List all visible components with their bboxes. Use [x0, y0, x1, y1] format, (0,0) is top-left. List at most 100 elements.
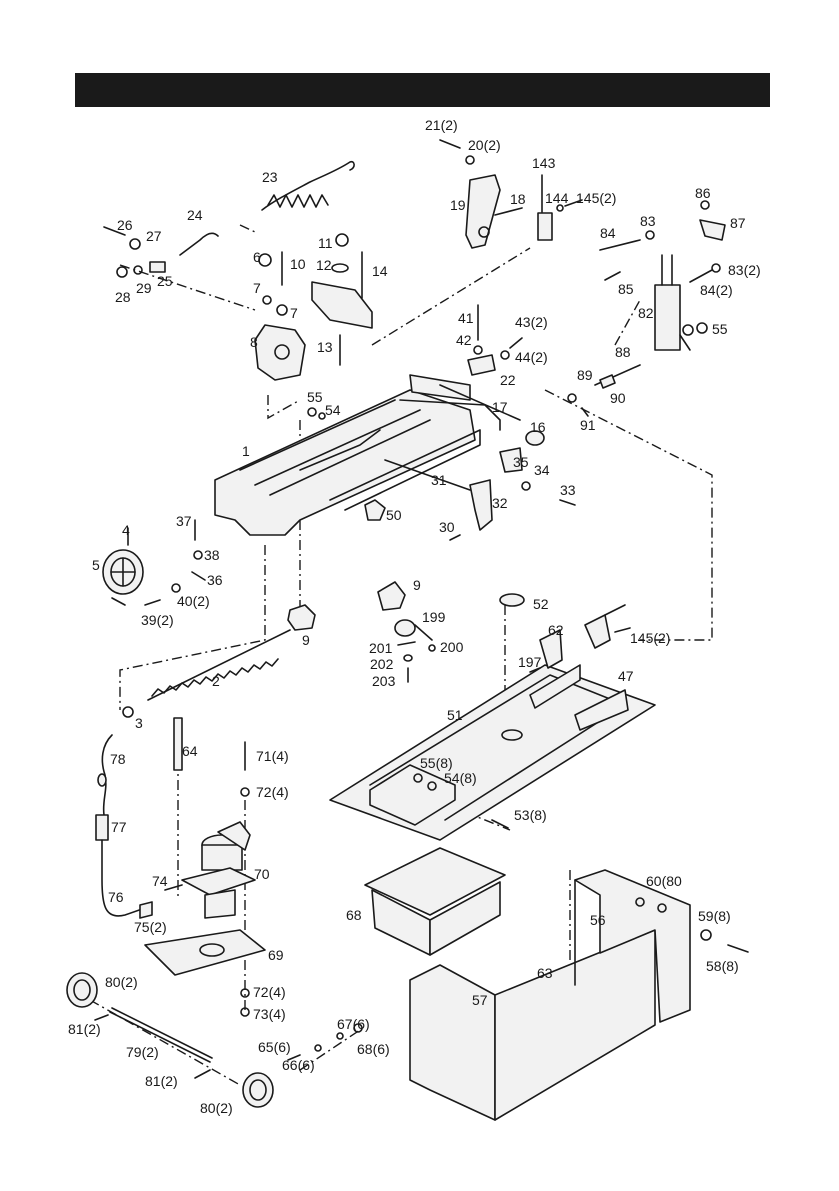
- part-label: 75(2): [134, 919, 167, 935]
- handwheel-5: [102, 519, 206, 606]
- part-label: 3: [135, 715, 143, 731]
- bracket-25: [103, 226, 166, 278]
- part-label: 59(8): [698, 908, 731, 924]
- part-label: 39(2): [141, 612, 174, 628]
- part-label: 203: [372, 673, 396, 689]
- part-label: 2: [212, 673, 220, 689]
- part-label: 70: [254, 866, 270, 882]
- base-plate-47: [329, 593, 656, 841]
- knob-16: [525, 430, 545, 446]
- part-label: 56: [590, 912, 606, 928]
- part-label: 58(8): [706, 958, 739, 974]
- part-label: 41: [458, 310, 474, 326]
- part-label: 38: [204, 547, 220, 563]
- part-label: 80(2): [200, 1100, 233, 1116]
- part-label: 82: [638, 305, 654, 321]
- part-label: 197: [518, 654, 542, 670]
- part-label: 12: [316, 257, 332, 273]
- part-label: 55: [307, 389, 323, 405]
- part-label: 35: [513, 454, 529, 470]
- leadscrew-2: [122, 629, 291, 718]
- side-rails: [399, 374, 501, 431]
- part-label: 21(2): [425, 117, 458, 133]
- part-label: 79(2): [126, 1044, 159, 1060]
- rod-24: [179, 232, 219, 256]
- part-label: 57: [472, 992, 488, 1008]
- part-label: 83(2): [728, 262, 761, 278]
- part-label: 43(2): [515, 314, 548, 330]
- nut-199: [377, 581, 436, 683]
- header-bar: [75, 73, 770, 107]
- bolt-88: [567, 364, 641, 417]
- part-label: 84: [600, 225, 616, 241]
- cover-plate-14: [311, 233, 373, 366]
- part-label: 60(80: [646, 873, 682, 889]
- part-label: 89: [577, 367, 593, 383]
- bracket-62: [529, 604, 631, 673]
- part-label: 44(2): [515, 349, 548, 365]
- part-label: 54(8): [444, 770, 477, 786]
- part-label: 22: [500, 372, 516, 388]
- part-label: 202: [370, 656, 394, 672]
- part-label: 144: [545, 190, 569, 206]
- part-label: 33: [560, 482, 576, 498]
- part-label: 80(2): [105, 974, 138, 990]
- part-label: 47: [618, 668, 634, 684]
- part-label: 86: [695, 185, 711, 201]
- part-label: 27: [146, 228, 162, 244]
- part-label: 1: [242, 443, 250, 459]
- part-label: 23: [262, 169, 278, 185]
- part-label: 53(8): [514, 807, 547, 823]
- part-label: 71(4): [256, 748, 289, 764]
- part-label: 200: [440, 639, 464, 655]
- part-label: 78: [110, 751, 126, 767]
- part-label: 83: [640, 213, 656, 229]
- part-label: 62: [548, 622, 564, 638]
- washer-55: [307, 407, 317, 417]
- part-label: 7: [290, 305, 298, 321]
- part-label: 16: [530, 419, 546, 435]
- part-label: 69: [268, 947, 284, 963]
- part-label: 40(2): [177, 593, 210, 609]
- part-label: 81(2): [68, 1021, 101, 1037]
- part-label: 29: [136, 280, 152, 296]
- part-label: 91: [580, 417, 596, 433]
- part-label: 66(6): [282, 1057, 315, 1073]
- part-label: 199: [422, 609, 446, 625]
- part-label: 54: [325, 402, 341, 418]
- part-label: 24: [187, 207, 203, 223]
- part-label: 10: [290, 256, 306, 272]
- part-label: 55: [712, 321, 728, 337]
- part-label: 7: [253, 280, 261, 296]
- part-label: 145(2): [576, 190, 616, 206]
- part-label: 143: [532, 155, 556, 171]
- bracket-8: [254, 251, 306, 381]
- part-label: 50: [386, 507, 402, 523]
- motor-70: [144, 821, 266, 1017]
- part-label: 65(6): [258, 1039, 291, 1055]
- part-label: 13: [317, 339, 333, 355]
- part-label: 63: [537, 965, 553, 981]
- part-label: 87: [730, 215, 746, 231]
- part-label: 68(6): [357, 1041, 390, 1057]
- arm-19: [439, 139, 583, 249]
- part-label: 17: [492, 399, 508, 415]
- part-label: 25: [157, 273, 173, 289]
- part-label: 28: [115, 289, 131, 305]
- spring-23: [261, 160, 355, 211]
- nut-54: [318, 412, 326, 420]
- part-label: 201: [369, 640, 393, 656]
- cable-76: [95, 734, 153, 919]
- part-label: 34: [534, 462, 550, 478]
- part-label: 9: [302, 632, 310, 648]
- block-22: [467, 304, 523, 376]
- part-label: 67(6): [337, 1016, 370, 1032]
- part-label: 36: [207, 572, 223, 588]
- tray-68: [364, 847, 506, 956]
- part-label: 145(2): [630, 630, 670, 646]
- part-label: 55(8): [420, 755, 453, 771]
- part-label: 9: [413, 577, 421, 593]
- lever-32: [384, 447, 576, 541]
